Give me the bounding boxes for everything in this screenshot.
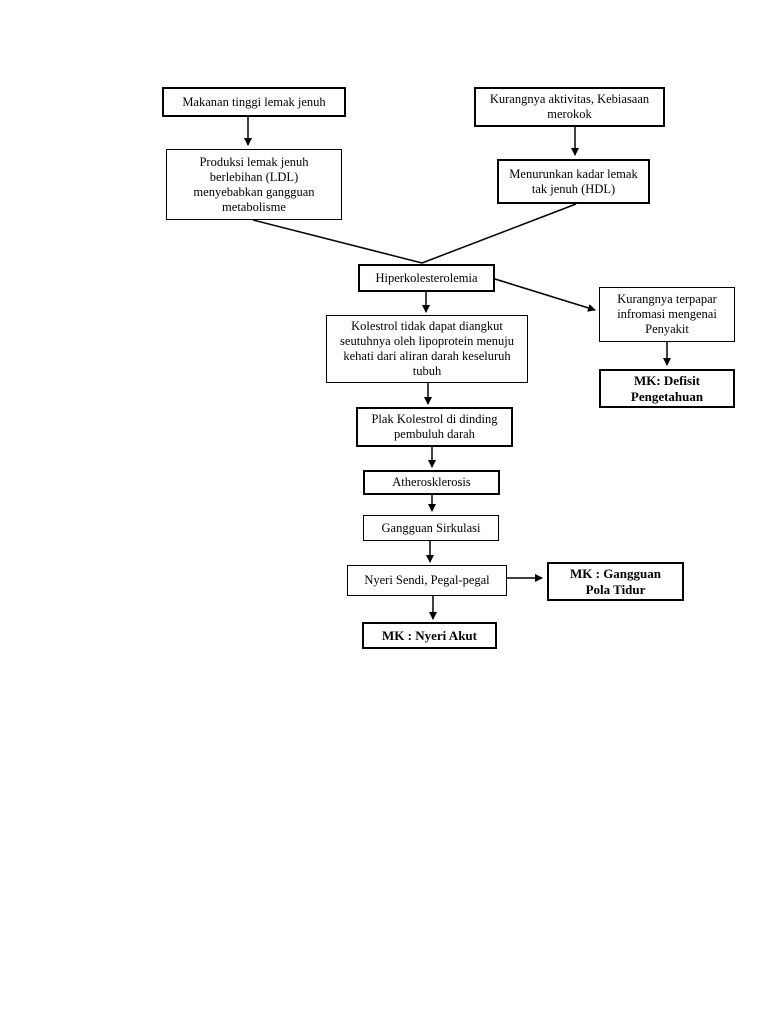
node-kurangnya-terpapar: Kurangnya terpapar infromasi mengenai Pe… <box>599 287 735 342</box>
node-mk-nyeri-akut-label: MK : Nyeri Akut <box>382 627 477 643</box>
node-kolestrol-tidak-diangkut: Kolestrol tidak dapat diangkut seutuhnya… <box>326 315 528 383</box>
node-kolestrol-tidak-label: Kolestrol tidak dapat diangkut seutuhnya… <box>340 319 514 378</box>
node-makanan-label: Makanan tinggi lemak jenuh <box>182 94 326 109</box>
node-produksi-lemak-label: Produksi lemak jenuh berlebihan (LDL) me… <box>193 154 315 214</box>
node-mk-defisit-pengetahuan: MK: Defisit Pengetahuan <box>599 369 735 408</box>
node-kurangnya-aktivitas: Kurangnya aktivitas, Kebiasaan merokok <box>474 87 665 127</box>
node-atherosklerosis-label: Atherosklerosis <box>392 475 471 489</box>
node-mk-gangguan-pola-tidur: MK : Gangguan Pola Tidur <box>547 562 684 601</box>
node-kurangnya-aktivitas-label: Kurangnya aktivitas, Kebiasaan merokok <box>489 92 650 121</box>
node-produksi-lemak: Produksi lemak jenuh berlebihan (LDL) me… <box>166 149 342 220</box>
node-gangguan-sirkulasi-label: Gangguan Sirkulasi <box>381 520 481 535</box>
edge-produksi-to-hiper <box>252 219 423 264</box>
node-nyeri-sendi-label: Nyeri Sendi, Pegal-pegal <box>364 573 490 587</box>
node-hiperkolesterolemia-label: Hiperkolesterolemia <box>375 270 478 285</box>
node-menurunkan-kadar-label: Menurunkan kadar lemak tak jenuh (HDL) <box>509 166 638 196</box>
node-mk-gangguan-tidur-label: MK : Gangguan Pola Tidur <box>569 565 661 597</box>
node-hiperkolesterolemia: Hiperkolesterolemia <box>358 264 495 292</box>
node-plak-kolestrol: Plak Kolestrol di dinding pembuluh darah <box>356 407 513 447</box>
node-mk-defisit-label: MK: Defisit Pengetahuan <box>630 372 704 404</box>
node-kurangnya-terpapar-label: Kurangnya terpapar infromasi mengenai Pe… <box>617 292 717 336</box>
node-makanan-tinggi-lemak: Makanan tinggi lemak jenuh <box>162 87 346 117</box>
node-menurunkan-kadar: Menurunkan kadar lemak tak jenuh (HDL) <box>497 159 650 204</box>
node-mk-nyeri-akut: MK : Nyeri Akut <box>362 622 497 649</box>
node-plak-kolestrol-label: Plak Kolestrol di dinding pembuluh darah <box>371 412 498 441</box>
edge-menurunkan-to-hiper <box>421 203 577 264</box>
node-nyeri-sendi: Nyeri Sendi, Pegal-pegal <box>347 565 507 596</box>
edge-hiper-to-terpapar <box>494 278 596 312</box>
node-atherosklerosis: Atherosklerosis <box>363 470 500 495</box>
node-gangguan-sirkulasi: Gangguan Sirkulasi <box>363 515 499 541</box>
